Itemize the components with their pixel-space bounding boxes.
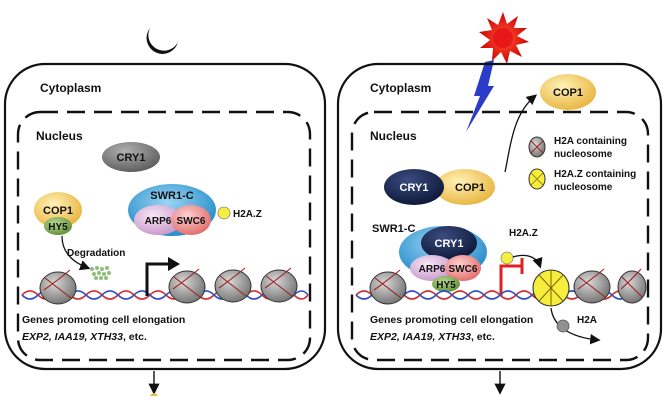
nucleosome xyxy=(369,269,407,305)
legend-h2az-text: nucleosome xyxy=(554,182,613,193)
export-arrow xyxy=(504,94,538,173)
cell-outline xyxy=(3,62,327,371)
nucleus-label: Nucleus xyxy=(370,129,417,143)
cry1-protein-bound xyxy=(421,226,477,260)
cry1-bound-label: CRY1 xyxy=(435,238,464,250)
nucleosome xyxy=(573,268,611,304)
legend-h2az-text: H2A.Z containing xyxy=(554,169,636,180)
swc6-protein xyxy=(445,255,481,281)
legend-h2a-text: nucleosome xyxy=(554,149,613,160)
light-condition-panel: Cytoplasm Nucleus COP1 COP1 CRY1 H2A con… xyxy=(336,12,663,395)
genes-label: Genes promoting cell elongation xyxy=(22,314,185,326)
nucleosome xyxy=(39,269,77,305)
h2az-dot xyxy=(217,206,231,220)
h2az-label: H2A.Z xyxy=(509,228,538,239)
cytoplasm-label: Cytoplasm xyxy=(370,81,431,95)
legend-h2a-text: H2A containing xyxy=(554,136,627,147)
h2a-label: H2A xyxy=(577,315,597,326)
h2az-label: H2A.Z xyxy=(233,209,262,220)
degraded-fragments xyxy=(90,266,111,280)
arp6-label: ARP6 xyxy=(419,264,446,275)
cry1-protein xyxy=(102,142,160,172)
h2a-dot xyxy=(556,319,570,333)
transcription-arrowhead xyxy=(168,257,180,271)
genes-label: Genes promoting cell elongation xyxy=(370,314,533,326)
swr1c-label: SWR1-C xyxy=(372,223,415,235)
gene-etc: , etc. xyxy=(471,331,495,343)
lightning-bolt-icon xyxy=(466,60,494,132)
cop1-exported-label: COP1 xyxy=(553,87,583,99)
cytoplasm-label: Cytoplasm xyxy=(40,81,101,95)
h2az-incorporation-arrow xyxy=(512,254,543,269)
cop1-protein xyxy=(435,169,495,205)
cop1-label: COP1 xyxy=(43,205,73,217)
cry1-label: CRY1 xyxy=(400,182,429,194)
swc6-label: SWC6 xyxy=(177,216,206,227)
hy5-protein xyxy=(44,217,72,235)
cell-outline xyxy=(336,62,663,371)
cop1-exported xyxy=(540,74,596,110)
arp6-protein xyxy=(134,205,182,235)
dark-condition-panel: Cytoplasm Nucleus CRY1 COP1 HY5 SWR1-C A… xyxy=(3,28,327,396)
repression-symbol xyxy=(499,264,522,296)
legend-h2a-nucleosome: H2A containing nucleosome xyxy=(528,136,627,160)
arp6-label: ARP6 xyxy=(145,216,172,227)
legend-h2az-nucleosome: H2A.Z containing nucleosome xyxy=(528,168,636,193)
swc6-label: SWC6 xyxy=(449,264,478,275)
swc6-protein xyxy=(171,205,211,235)
sun-icon xyxy=(479,12,529,64)
nucleus-outline xyxy=(16,110,312,362)
nucleosome xyxy=(617,268,647,304)
degradation-label: Degradation xyxy=(67,248,125,259)
moon-icon xyxy=(146,28,178,54)
hy5-protein xyxy=(432,276,460,292)
cop1-protein xyxy=(34,192,82,228)
gene-names: EXP2, IAA19, XTH33 xyxy=(22,331,123,343)
nucleosome xyxy=(168,268,206,304)
gene-list: EXP2, IAA19, XTH33, etc. xyxy=(370,331,495,343)
nucleus-outline xyxy=(350,110,650,362)
h2az-nucleosome xyxy=(532,269,570,307)
gene-list: EXP2, IAA19, XTH33, etc. xyxy=(22,331,147,343)
gene-names: EXP2, IAA19, XTH33 xyxy=(370,331,471,343)
nucleosome xyxy=(214,267,252,303)
nucleosome xyxy=(260,267,298,303)
hy5-label: HY5 xyxy=(436,280,456,291)
partial-icon xyxy=(150,393,158,396)
transcription-start-arrow xyxy=(145,262,170,296)
swr1c-label: SWR1-C xyxy=(150,190,193,202)
h2az-dot xyxy=(500,251,514,265)
cop1-label: COP1 xyxy=(455,182,485,194)
cry1-label: CRY1 xyxy=(117,152,146,164)
hy5-label: HY5 xyxy=(48,222,68,233)
cry1-protein xyxy=(384,169,444,205)
arp6-protein xyxy=(410,255,454,281)
nucleus-label: Nucleus xyxy=(36,129,83,143)
degradation-arrow xyxy=(61,235,91,271)
gene-etc: , etc. xyxy=(123,331,147,343)
